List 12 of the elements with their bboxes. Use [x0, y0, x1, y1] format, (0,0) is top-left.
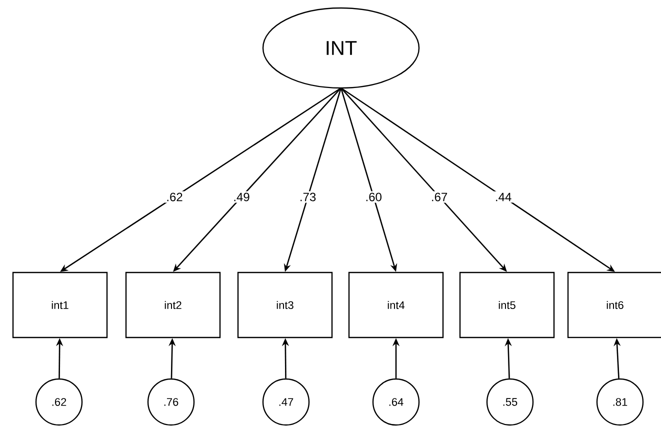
- edge-label: .62: [164, 191, 184, 203]
- indicator-box: int1: [12, 272, 108, 338]
- edge-label: .44: [493, 191, 514, 203]
- indicator-box: int2: [125, 272, 221, 338]
- indicator-box: int5: [459, 272, 555, 338]
- indicator-box: int3: [237, 272, 333, 338]
- indicator-box: int6: [567, 272, 661, 338]
- edge-label: .73: [298, 191, 318, 203]
- edge-label: .49: [232, 191, 252, 203]
- edge-label: .60: [364, 191, 384, 203]
- indicator-box: int4: [348, 272, 444, 338]
- edge-label: .67: [429, 191, 450, 203]
